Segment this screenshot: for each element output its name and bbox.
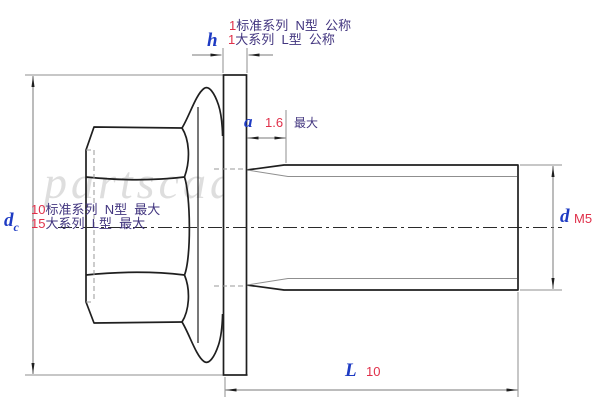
hex-outline: [85, 126, 183, 324]
dim-h-symbol: h: [207, 30, 218, 51]
thread-minor-top: [246, 169, 517, 177]
note-dc-n-value: 10: [31, 202, 46, 217]
note-h-n-value: 1: [229, 18, 237, 33]
dim-a-note: 最大: [294, 116, 319, 130]
dc-letter: d: [4, 210, 14, 231]
hidden-lines: [86, 149, 246, 303]
flange-rim-bottom-arc: [181, 313, 224, 364]
note-h-l-value: 1: [228, 32, 236, 47]
note-dc-l-text: 大系列 L型 最大: [45, 216, 146, 231]
hex-face-line-upper: [85, 176, 185, 181]
note-h-l-text: 大系列 L型 公称: [235, 32, 335, 47]
note-h-series-l: 1大系列 L型 公称: [228, 33, 335, 46]
extension-lines: [25, 48, 562, 397]
watermark: partscad: [44, 157, 237, 208]
hex-face-line-lower: [85, 271, 185, 276]
dc-subscript: c: [13, 219, 19, 234]
dim-d-value: M5: [574, 211, 593, 226]
note-dc-n-text: 标准系列 N型 最大: [45, 202, 161, 217]
thread-minor-lines: [246, 169, 517, 286]
flange-washer-plate: [222, 74, 248, 376]
note-h-n-text: 标准系列 N型 公称: [236, 18, 352, 33]
note-dc-series-n: 10标准系列 N型 最大: [31, 203, 160, 216]
note-dc-l-value: 15: [31, 216, 46, 231]
dim-a-symbol: a: [244, 112, 253, 131]
hex-flange-silhouette: [181, 127, 191, 323]
hex-head: [85, 86, 224, 364]
dim-L-symbol: L: [345, 360, 357, 381]
note-h-series-n: 1标准系列 N型 公称: [229, 19, 351, 32]
flange-rim-top-arc: [181, 86, 224, 137]
dim-a-value: 1.6: [265, 115, 284, 130]
dimension-lines: [31, 53, 555, 392]
dim-L-value: 10: [366, 364, 381, 379]
dim-dc-symbol: dc: [4, 211, 19, 233]
shank-outline: [246, 164, 519, 291]
dim-d-symbol: d: [560, 206, 570, 227]
note-dc-series-l: 15大系列 L型 最大: [31, 217, 145, 230]
thread-minor-bottom: [246, 278, 517, 286]
